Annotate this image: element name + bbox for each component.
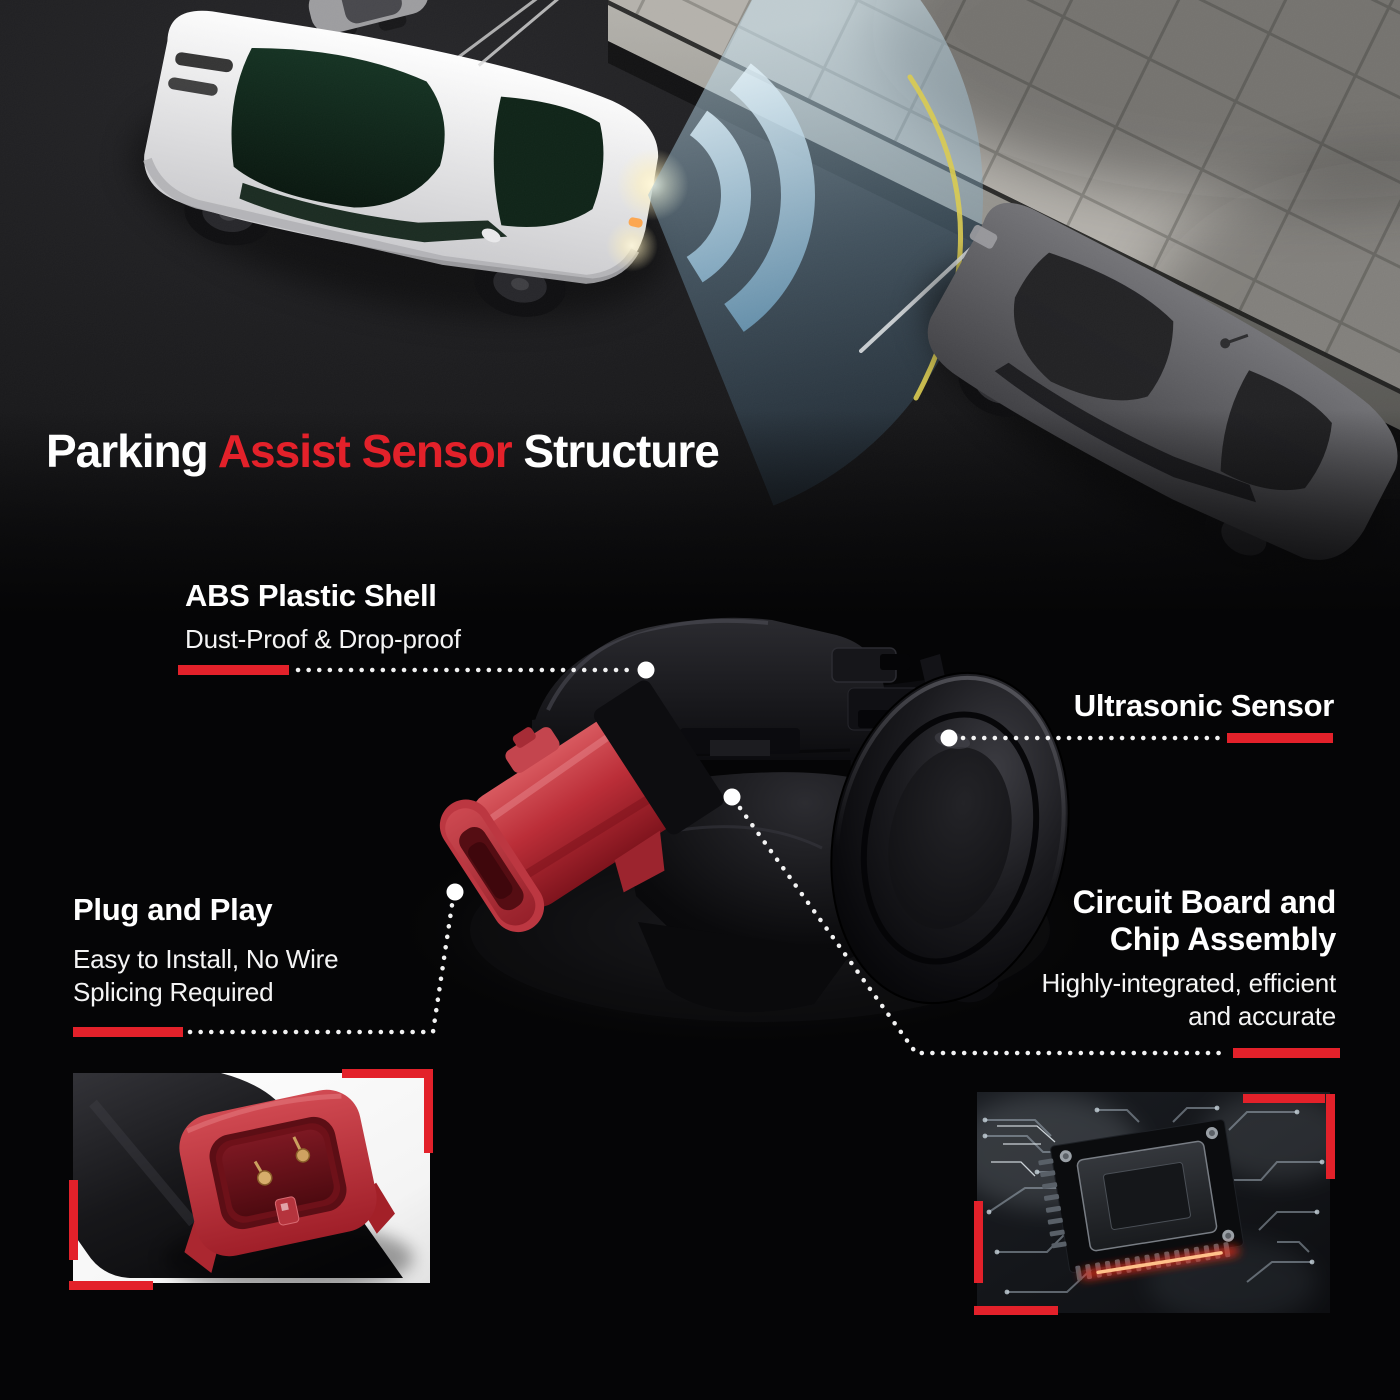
ultrasonic-heading: Ultrasonic Sensor — [1073, 688, 1335, 723]
connector-sleeve — [593, 680, 724, 835]
abs-subtext: Dust-Proof & Drop-proof — [185, 623, 461, 654]
circuit-subtext-line1: Highly-integrated, efficient — [1041, 967, 1336, 998]
scene-bottom-fade — [0, 400, 1400, 640]
photo-frame-accent — [1326, 1094, 1335, 1179]
parking-scene — [0, 0, 1400, 640]
circuit-vias — [982, 1105, 1325, 1295]
title-part-red: Assist Sensor — [217, 425, 513, 477]
photo-frame-accent — [974, 1201, 983, 1283]
circuit-heading-line1: Circuit Board and — [1072, 884, 1337, 920]
photo-frame-accent — [1243, 1094, 1325, 1103]
processor-chip — [1038, 1119, 1244, 1281]
callout-plug-and-play: Plug and Play Easy to Install, No Wire S… — [73, 892, 339, 1009]
callout-ultrasonic: Ultrasonic Sensor — [1073, 688, 1335, 724]
plug-subtext-line2: Splicing Required — [73, 977, 274, 1008]
circuit-subtext-line2: and accurate — [1188, 1001, 1336, 1032]
page-title: Parking Assist Sensor Structure — [46, 424, 720, 478]
photo-frame-accent — [69, 1281, 153, 1290]
plug-subtext-line1: Easy to Install, No Wire — [73, 943, 339, 974]
circuit-heading-line2: Chip Assembly — [1109, 920, 1336, 957]
red-connector — [439, 680, 724, 933]
parking-sensor-product — [397, 617, 1093, 1044]
red-plug-macro — [179, 1089, 395, 1274]
title-part-white-1: Parking — [46, 425, 218, 477]
ultrasonic-red-bar — [1227, 733, 1333, 743]
photo-frame-accent — [342, 1069, 426, 1078]
connector-closeup-photo — [73, 1073, 430, 1283]
circuit-red-bar — [1233, 1048, 1340, 1058]
callout-abs-shell: ABS Plastic Shell Dust-Proof & Drop-proo… — [185, 578, 461, 655]
photo-frame-accent — [424, 1069, 433, 1153]
abs-red-bar — [178, 665, 289, 675]
photo-frame-accent — [974, 1306, 1058, 1315]
plug-red-bar — [73, 1027, 183, 1037]
abs-heading: ABS Plastic Shell — [185, 578, 437, 613]
plug-heading: Plug and Play — [73, 892, 273, 927]
photo-frame-accent — [69, 1180, 78, 1260]
circuit-board-photo — [977, 1092, 1330, 1313]
title-part-white-2: Structure — [511, 425, 720, 477]
callout-circuit-board: Circuit Board and Chip Assembly Highly-i… — [1041, 884, 1336, 1033]
